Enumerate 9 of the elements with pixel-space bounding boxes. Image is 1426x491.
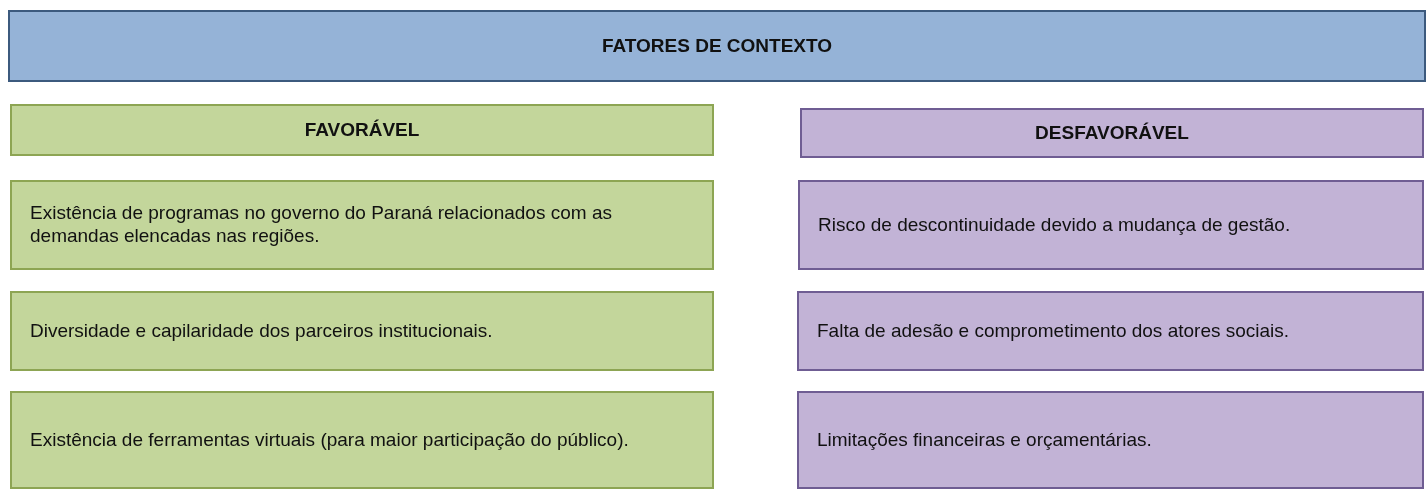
- title-banner: FATORES DE CONTEXTO: [8, 10, 1426, 82]
- factor-box: Existência de ferramentas virtuais (para maior participação do público).: [10, 391, 714, 489]
- factor-box: Risco de descontinuidade devido a mudança de gestão.: [798, 180, 1424, 270]
- column-header: DESFAVORÁVEL: [800, 108, 1424, 158]
- factor-box: Falta de adesão e comprometimento dos atores sociais.: [797, 291, 1424, 371]
- column-header: FAVORÁVEL: [10, 104, 714, 156]
- factor-box: Existência de programas no governo do Paraná relacionados com as demandas elencadas nas regiões.: [10, 180, 714, 270]
- factor-box: Diversidade e capilaridade dos parceiros institucionais.: [10, 291, 714, 371]
- factor-box: Limitações financeiras e orçamentárias.: [797, 391, 1424, 489]
